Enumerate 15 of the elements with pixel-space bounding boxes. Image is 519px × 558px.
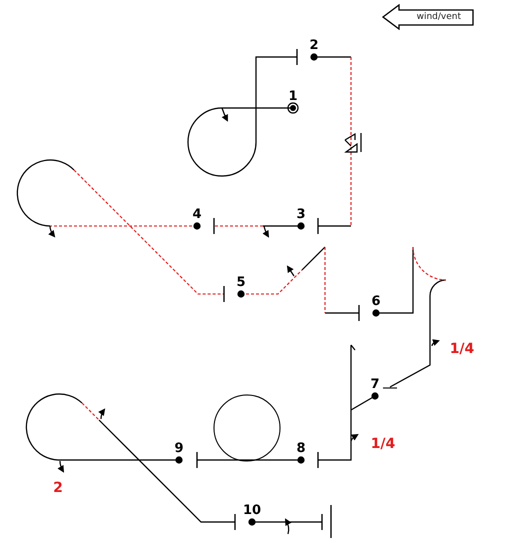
wind-arrow <box>382 4 475 30</box>
wind-label: wind/vent <box>416 12 462 22</box>
figure-number: 3 <box>296 208 306 221</box>
figure-number: 9 <box>174 442 184 455</box>
figure-number: 5 <box>236 276 246 289</box>
figure-number: 1 <box>288 90 298 103</box>
figure-number: 8 <box>296 442 306 455</box>
figure-number: 6 <box>371 295 381 308</box>
figure-number: 7 <box>370 378 380 391</box>
turn-count: 1/4 <box>450 342 474 356</box>
figure-number: 2 <box>309 39 319 52</box>
turn-count: 2 <box>53 481 63 495</box>
figure-number: 4 <box>192 208 202 221</box>
figure-number: 10 <box>242 504 262 517</box>
turn-count: 1/4 <box>370 437 396 451</box>
